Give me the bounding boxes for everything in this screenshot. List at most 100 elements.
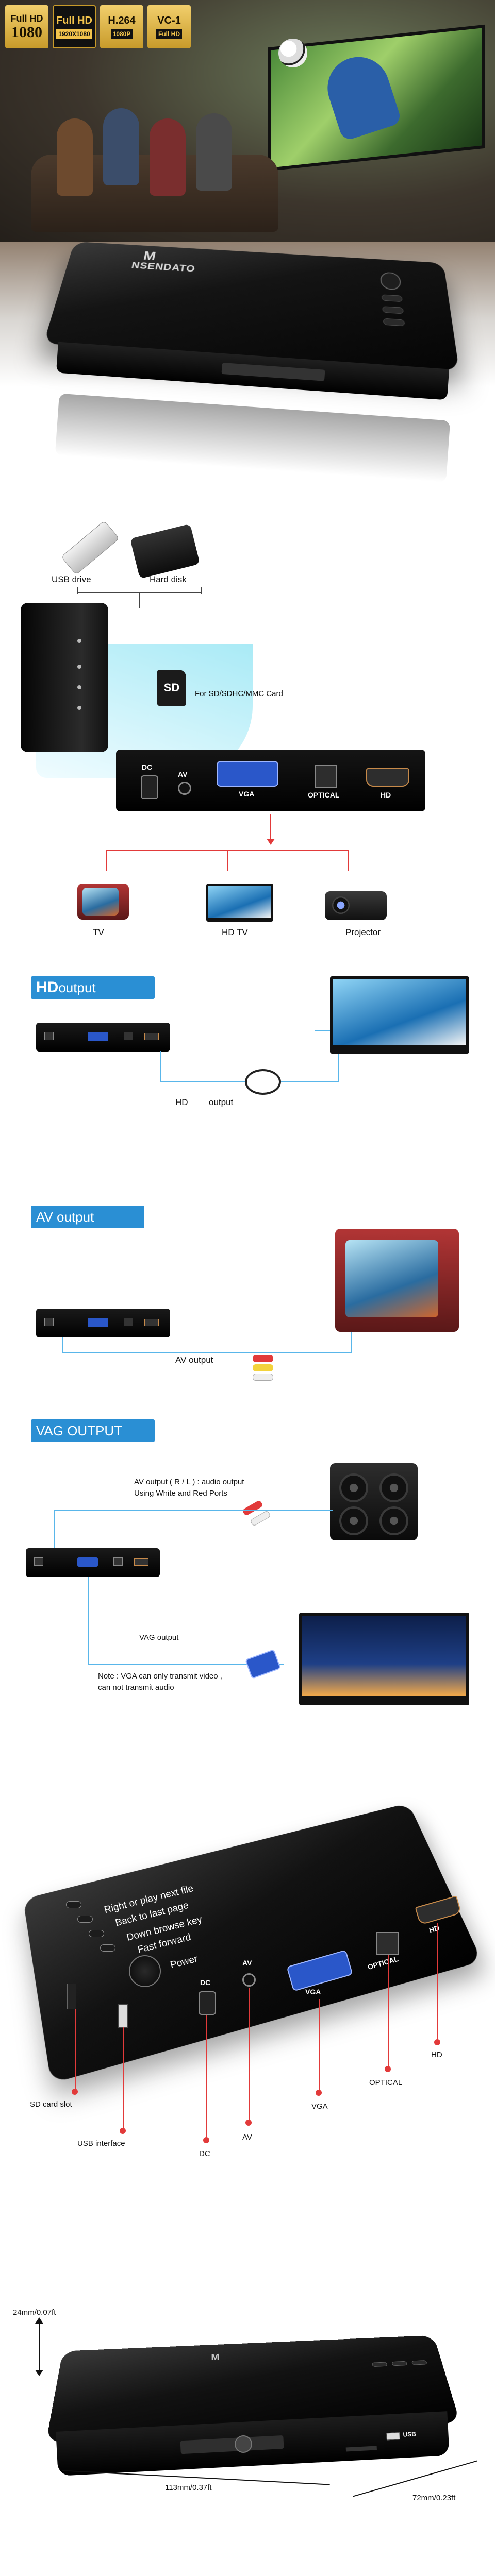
port-label-optical: OPTICAL bbox=[366, 1954, 400, 1972]
fast-forward-button-icon bbox=[100, 1944, 116, 1952]
badge-title: Full HD bbox=[56, 15, 92, 26]
brand-name: NSENDATO bbox=[130, 260, 196, 274]
rca-white-plug-icon bbox=[250, 1510, 271, 1527]
optical-port-icon bbox=[376, 1932, 399, 1955]
mini-hdmi-port bbox=[134, 1558, 148, 1566]
red-arrow bbox=[227, 850, 228, 871]
output-label-projector: Projector bbox=[345, 927, 381, 937]
vga-port-icon bbox=[217, 761, 278, 787]
usb-port-icon bbox=[386, 2432, 400, 2441]
av-cable-line bbox=[62, 1352, 351, 1353]
audio-ports-text: Using White and Red Ports bbox=[134, 1489, 227, 1498]
hd-output-label: output bbox=[209, 1097, 234, 1107]
hd-cable-line bbox=[338, 1030, 339, 1082]
callout-dot-dc bbox=[203, 2137, 209, 2143]
av-cable-line bbox=[62, 1337, 63, 1353]
device-button bbox=[381, 294, 403, 302]
device-button bbox=[391, 2361, 408, 2366]
callout-label-sd: SD card slot bbox=[30, 2100, 72, 2109]
bracket-line bbox=[77, 587, 78, 594]
callout-line-vga bbox=[319, 1999, 320, 2092]
hd-output-device bbox=[36, 1023, 170, 1052]
sd-slot-icon bbox=[67, 1984, 76, 2009]
hd-cable-line bbox=[315, 1030, 339, 1031]
hd-tv-screen bbox=[333, 979, 466, 1045]
usb-drive-icon bbox=[61, 520, 120, 575]
mini-hdmi-port bbox=[144, 1319, 159, 1326]
brand-logo-icon: M bbox=[211, 2352, 220, 2362]
mini-vga-port bbox=[88, 1318, 108, 1327]
device-reflection bbox=[55, 393, 451, 483]
av-jack-icon bbox=[178, 782, 191, 795]
badge-number: 1080 bbox=[11, 24, 42, 41]
mini-optical-port bbox=[124, 1032, 133, 1040]
vga-plug-icon bbox=[244, 1649, 282, 1680]
hdtv-screen bbox=[208, 886, 271, 918]
callout-label-av: AV bbox=[242, 2133, 252, 2142]
vag-cable-line bbox=[54, 1510, 55, 1548]
tv-screen bbox=[82, 888, 119, 916]
badge-title: H.264 bbox=[108, 15, 136, 26]
usb-port-icon bbox=[118, 2004, 128, 2028]
arrow-down-icon bbox=[35, 2370, 43, 2376]
vag-cable-line bbox=[88, 1664, 284, 1665]
speaker-driver bbox=[380, 1506, 408, 1535]
viewer-person-2 bbox=[103, 108, 139, 185]
device-button bbox=[411, 2360, 427, 2365]
mini-optical-port bbox=[124, 1318, 133, 1326]
down-browse-button-icon bbox=[89, 1930, 104, 1937]
device-buttons bbox=[380, 272, 405, 327]
callout-dot-vga bbox=[316, 2090, 322, 2096]
mini-dc-port bbox=[44, 1032, 54, 1040]
usb-drive-label: USB drive bbox=[52, 574, 91, 584]
crt-tv-screen bbox=[345, 1240, 438, 1317]
port-label-dc: DC bbox=[200, 1978, 211, 1987]
callout-label-dc: DC bbox=[199, 2149, 210, 2158]
viewer-person-3 bbox=[150, 118, 186, 196]
callout-label-vga: VGA bbox=[311, 2102, 328, 2111]
output-label-hdtv: HD TV bbox=[222, 927, 248, 937]
red-arrow bbox=[106, 850, 107, 871]
back-button-icon bbox=[77, 1916, 93, 1923]
red-arrow bbox=[348, 850, 349, 871]
av-cable-line bbox=[351, 1319, 352, 1353]
mini-dc-port bbox=[44, 1318, 54, 1326]
hd-tv-icon bbox=[330, 976, 469, 1054]
port-label-hd: HD bbox=[381, 791, 391, 799]
soccer-ball bbox=[278, 39, 307, 67]
power-button-icon bbox=[380, 272, 402, 291]
viewer-person-4 bbox=[196, 113, 232, 191]
optical-port-icon bbox=[315, 765, 337, 788]
hd-output-title-strong: HD bbox=[36, 979, 59, 996]
vga-monitor-screen bbox=[302, 1616, 466, 1696]
arrow-head-icon bbox=[267, 839, 275, 845]
hard-disk-label: Hard disk bbox=[150, 574, 187, 584]
side-indicator bbox=[77, 639, 81, 643]
callout-line-av bbox=[249, 1988, 250, 2122]
bracket-line bbox=[139, 592, 140, 608]
dimension-width-label: 72mm/0.23ft bbox=[412, 2494, 456, 2502]
side-indicator bbox=[77, 685, 81, 689]
hard-disk-icon bbox=[130, 523, 200, 579]
connection-diagram: USB drive Hard disk SD For SD/SDHC/MMC C… bbox=[0, 515, 495, 958]
viewer-person-1 bbox=[57, 118, 93, 196]
vag-cable-line bbox=[54, 1510, 333, 1511]
rca-white-plug-icon bbox=[253, 1374, 273, 1381]
button-label-power: Power bbox=[169, 1953, 199, 1971]
hdmi-cable-icon bbox=[245, 1069, 281, 1095]
port-label-optical: OPTICAL bbox=[308, 791, 340, 799]
hd-output-title: output bbox=[58, 979, 96, 995]
red-arrow bbox=[270, 814, 271, 840]
badge-vc1: VC-1 Full HD bbox=[147, 5, 191, 48]
hdmi-port-icon bbox=[366, 768, 409, 787]
device-button bbox=[382, 306, 404, 314]
mini-vga-port bbox=[88, 1032, 108, 1041]
callout-dot-sd bbox=[72, 2089, 78, 2095]
callout-dot-usb bbox=[120, 2128, 126, 2134]
rca-red-plug-icon bbox=[253, 1355, 273, 1362]
rca-yellow-plug-icon bbox=[253, 1364, 273, 1371]
callout-dot-optical bbox=[385, 2066, 391, 2072]
badge-fullhd-res: Full HD 1920X1080 bbox=[53, 5, 96, 48]
mini-optical-port bbox=[113, 1557, 123, 1566]
badge-h264: H.264 1080P bbox=[100, 5, 143, 48]
